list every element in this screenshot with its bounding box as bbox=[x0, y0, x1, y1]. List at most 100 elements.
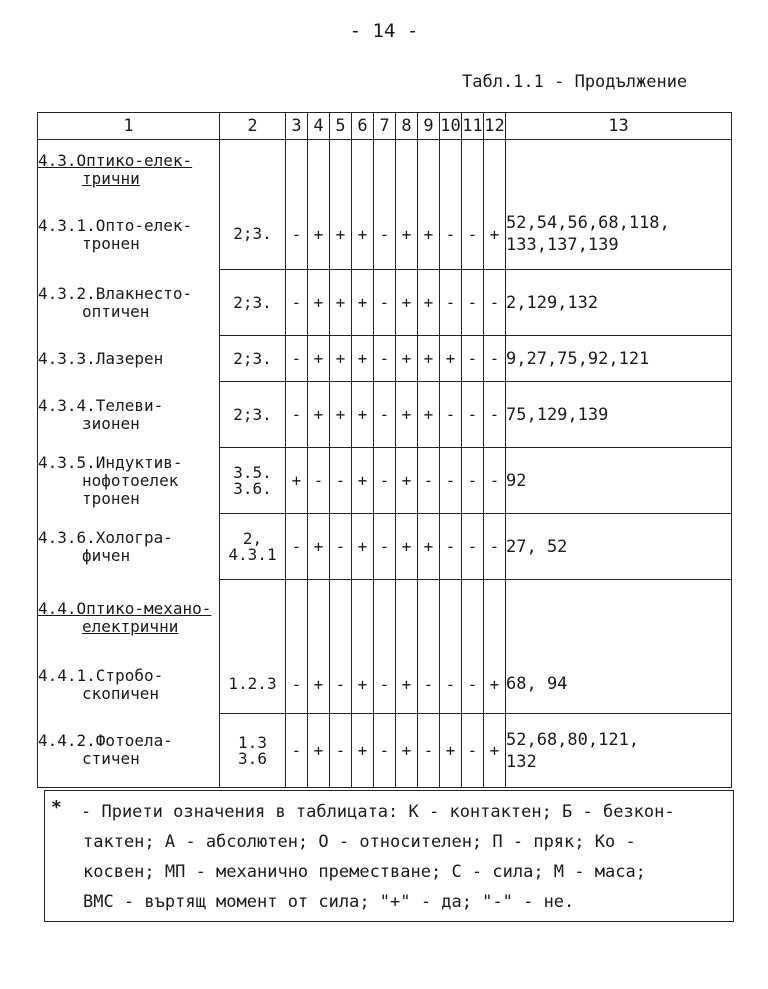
sign-cell bbox=[395, 139, 418, 200]
row-label: 4.3.2.Влакнесто-оптичен bbox=[37, 269, 220, 336]
sign-cell: - bbox=[285, 199, 308, 270]
sign-cell: + bbox=[351, 513, 374, 580]
ref-cell: 1.2.3 bbox=[219, 655, 286, 714]
sign-cell: - bbox=[329, 713, 352, 788]
column-header: 2 bbox=[219, 112, 286, 140]
sign-cell: + bbox=[307, 199, 330, 270]
sign-cell: + bbox=[351, 713, 374, 788]
ref-cell: 2;3. bbox=[219, 199, 286, 270]
sign-cell: - bbox=[461, 713, 484, 788]
column-header: 10 bbox=[439, 112, 462, 140]
sign-cell: - bbox=[439, 199, 462, 270]
column-header: 6 bbox=[351, 112, 374, 140]
ref-cell bbox=[219, 139, 286, 200]
sign-cell: - bbox=[439, 655, 462, 714]
footnote: * - Приети означения в таблицата: К - ко… bbox=[44, 790, 734, 922]
sign-cell: + bbox=[307, 269, 330, 336]
table-caption: Табл.1.1 - Продължение bbox=[462, 72, 688, 92]
row-label: 4.3.3.Лазерен bbox=[37, 335, 220, 382]
sign-cell: + bbox=[417, 513, 440, 580]
sign-cell: + bbox=[395, 269, 418, 336]
sign-cell: + bbox=[483, 199, 506, 270]
row-label: 4.3.6.Хологра-фичен bbox=[37, 513, 220, 580]
sign-cell: - bbox=[461, 335, 484, 382]
page-number: - 14 - bbox=[349, 20, 419, 42]
sign-cell: + bbox=[329, 335, 352, 382]
sign-cell: + bbox=[395, 335, 418, 382]
table-row: 4.3.Оптико-елек-трични bbox=[37, 139, 732, 200]
sign-cell: + bbox=[351, 335, 374, 382]
row-label-line: оптичен bbox=[82, 301, 150, 321]
row-label-line: 4.3.Оптико-елек- bbox=[38, 150, 193, 170]
sign-cell bbox=[483, 139, 506, 200]
row-label-line: 4.3.2.Влакнесто- bbox=[38, 283, 193, 303]
row-label-line: тронен bbox=[82, 488, 140, 508]
column-header: 12 bbox=[483, 112, 506, 140]
sign-cell: - bbox=[307, 447, 330, 514]
sign-cell: + bbox=[417, 199, 440, 270]
sign-cell: - bbox=[483, 269, 506, 336]
sign-cell: - bbox=[461, 199, 484, 270]
ref-cell: 2;3. bbox=[219, 381, 286, 448]
references-cell bbox=[505, 579, 732, 656]
sign-cell bbox=[285, 139, 308, 200]
sign-cell: - bbox=[373, 335, 396, 382]
sign-cell bbox=[417, 579, 440, 656]
column-header: 9 bbox=[417, 112, 440, 140]
sign-cell bbox=[439, 579, 462, 656]
ref-cell: 2;3. bbox=[219, 269, 286, 336]
sign-cell: - bbox=[373, 269, 396, 336]
sign-cell: - bbox=[461, 269, 484, 336]
row-label: 4.3.4.Телеви-зионен bbox=[37, 381, 220, 448]
sign-cell: - bbox=[439, 269, 462, 336]
sign-cell: + bbox=[417, 381, 440, 448]
sign-cell: + bbox=[351, 381, 374, 448]
footnote-line: ВМС - въртящ момент от сила; "+" - да; "… bbox=[83, 892, 575, 912]
row-label-line: фичен bbox=[82, 545, 131, 565]
sign-cell: - bbox=[483, 447, 506, 514]
sign-cell: + bbox=[307, 381, 330, 448]
row-label: 4.4.1.Стробо-скопичен bbox=[37, 655, 220, 714]
sign-cell: - bbox=[285, 381, 308, 448]
sign-cell: - bbox=[329, 513, 352, 580]
sign-cell: + bbox=[329, 381, 352, 448]
sign-cell: - bbox=[461, 381, 484, 448]
sign-cell: + bbox=[417, 335, 440, 382]
sign-cell: + bbox=[395, 713, 418, 788]
sign-cell: + bbox=[307, 335, 330, 382]
footnote-line: тактен; А - абсолютен; О - относителен; … bbox=[83, 832, 636, 852]
sign-cell: - bbox=[373, 447, 396, 514]
ref-cell: 2, 4.3.1 bbox=[219, 513, 286, 580]
sign-cell: - bbox=[439, 513, 462, 580]
footnote-star: * bbox=[51, 797, 62, 818]
sign-cell: - bbox=[285, 335, 308, 382]
sign-cell: + bbox=[395, 513, 418, 580]
row-label-line: електрични bbox=[82, 616, 179, 636]
sign-cell: + bbox=[483, 655, 506, 714]
references-cell: 52,54,56,68,118, 133,137,139 bbox=[505, 199, 732, 270]
sign-cell bbox=[329, 579, 352, 656]
row-label-line: 4.4.2.Фотоела- bbox=[38, 731, 173, 751]
column-header: 3 bbox=[285, 112, 308, 140]
sign-cell bbox=[307, 139, 330, 200]
row-label-line: тронен bbox=[82, 233, 140, 253]
row-label: 4.3.1.Опто-елек-тронен bbox=[37, 199, 220, 270]
sign-cell: - bbox=[373, 199, 396, 270]
sign-cell: - bbox=[373, 655, 396, 714]
sign-cell: + bbox=[417, 269, 440, 336]
ref-cell bbox=[219, 579, 286, 656]
references-cell: 68, 94 bbox=[505, 655, 732, 714]
column-header: 13 bbox=[505, 112, 732, 140]
sign-cell: - bbox=[417, 713, 440, 788]
row-label-line: 4.3.5.Индуктив- bbox=[38, 452, 183, 472]
sign-cell bbox=[329, 139, 352, 200]
sign-cell bbox=[461, 139, 484, 200]
sign-cell: - bbox=[329, 655, 352, 714]
sign-cell: + bbox=[439, 713, 462, 788]
